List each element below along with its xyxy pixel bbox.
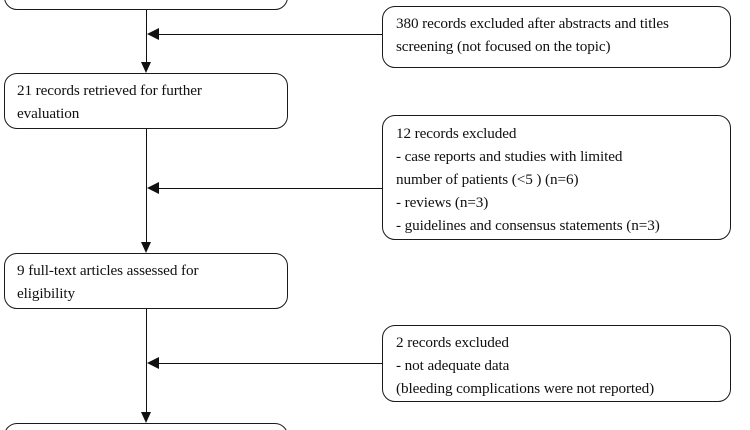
- connector-fulltext-to-included-line: [146, 309, 147, 419]
- full-text-assessed-label: 9 full-text articles assessed for eligib…: [17, 262, 199, 302]
- connector-screened-to-retrieved-line: [146, 10, 147, 69]
- excluded-inadequate-data-box: [382, 325, 731, 402]
- arrow-screened-to-retrieved: [141, 62, 151, 73]
- full-text-assessed-box: [4, 253, 288, 309]
- arrow-retrieved-to-fulltext: [141, 242, 151, 253]
- excluded-after-evaluation-box: [382, 115, 731, 240]
- arrow-excluded-data-to-main: [147, 357, 159, 369]
- excluded-after-screening-label: 380 records excluded after abstracts and…: [396, 15, 669, 55]
- connector-excluded-data-line: [158, 363, 382, 364]
- excluded-after-evaluation-label: 12 records excluded - case reports and s…: [396, 125, 660, 234]
- arrow-excluded-screening-to-main: [147, 28, 159, 40]
- arrow-fulltext-to-included: [141, 412, 151, 423]
- excluded-after-screening-box: [382, 6, 731, 68]
- records-retrieved-label: 21 records retrieved for further evaluat…: [17, 82, 202, 122]
- records-screened-box-partial: [4, 0, 288, 10]
- studies-included-box-partial: [4, 423, 288, 430]
- connector-retrieved-to-fulltext-line: [146, 129, 147, 249]
- records-retrieved-box: [4, 73, 288, 129]
- connector-excluded-eligibility-line: [158, 188, 382, 189]
- arrow-excluded-eligibility-to-main: [147, 182, 159, 194]
- excluded-inadequate-data-label: 2 records excluded - not adequate data (…: [396, 334, 655, 397]
- connector-excluded-screening-line: [158, 34, 382, 35]
